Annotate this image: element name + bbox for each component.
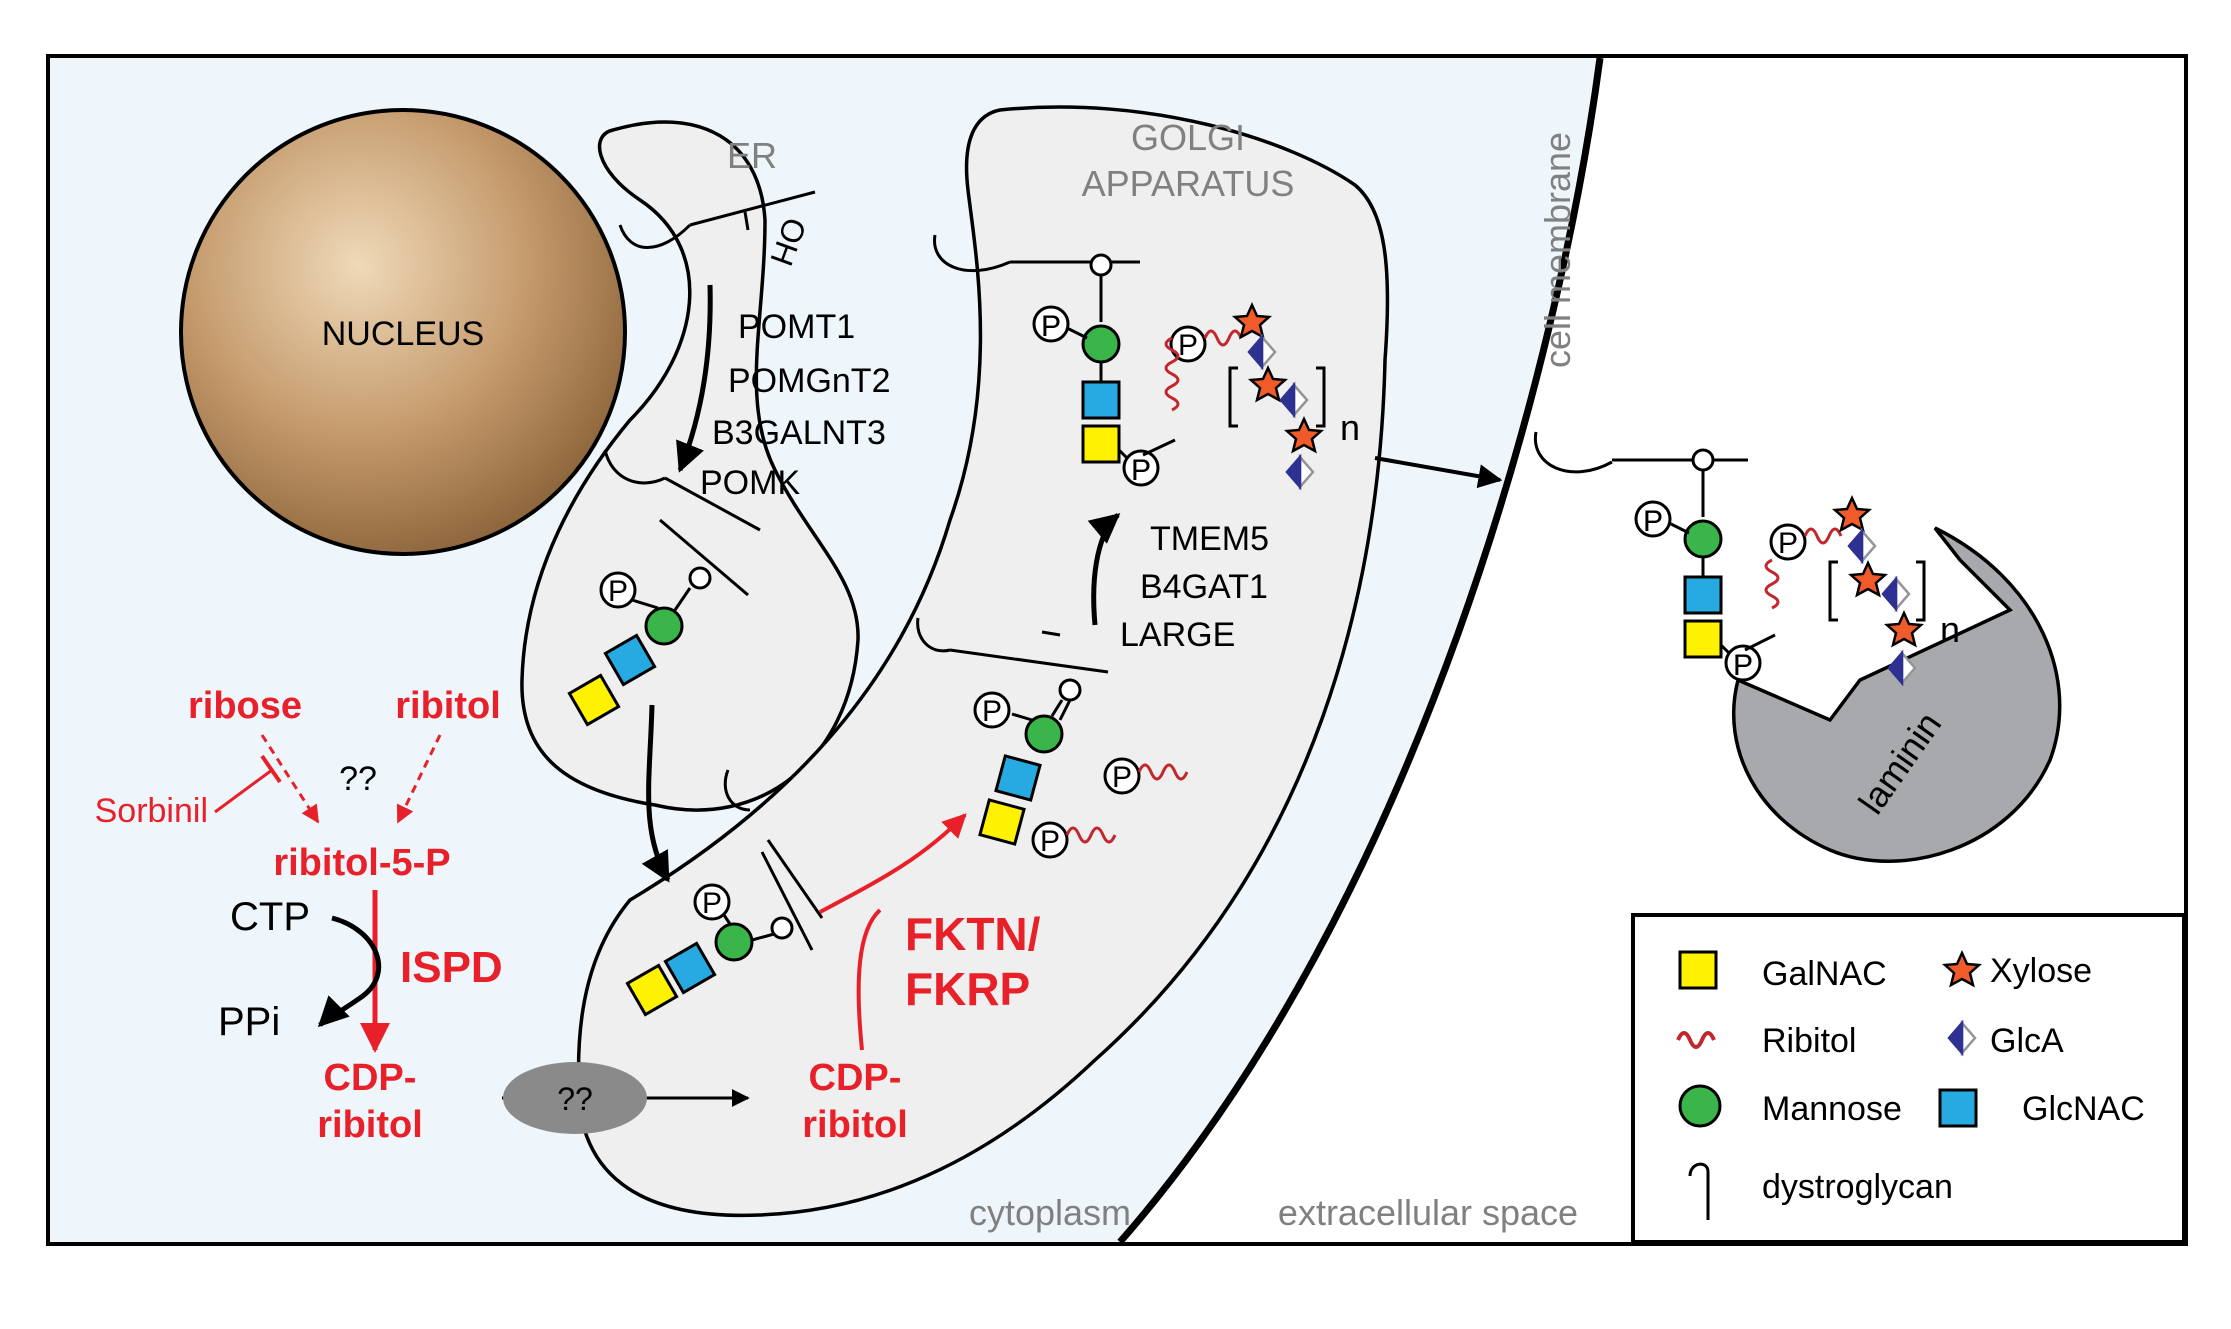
- ribitol-label: ribitol: [395, 685, 501, 727]
- legend-glca: GlcA: [1990, 1022, 2064, 1060]
- membrane-phosphate-b: P: [1733, 649, 1753, 682]
- cell-membrane: [1117, 57, 1604, 1245]
- er-glycan: P: [567, 449, 761, 727]
- ctp-label: CTP: [230, 895, 310, 939]
- oh-bond: [743, 211, 750, 231]
- legend-dystroglycan: dystroglycan: [1762, 1168, 1953, 1206]
- unknown-transporter: [503, 1062, 647, 1134]
- golgi-to-membrane-arrow: [1374, 456, 1503, 489]
- golgi-glycan-middle: P P P: [916, 617, 1189, 859]
- legend-galnac-swatch: [1678, 950, 1718, 990]
- cell-membrane-label: cell membrane: [1537, 132, 1578, 368]
- legend-glcnac-swatch: [1938, 1088, 1978, 1128]
- er-to-golgi-arrow: [641, 704, 671, 883]
- er-dystroglycan-top: [618, 223, 692, 249]
- membrane-phosphate-a: P: [1643, 505, 1663, 538]
- legend-dystroglycan-swatch: [1688, 1162, 1710, 1220]
- ctp-ppi-arrow: [317, 915, 382, 1028]
- membrane-repeat-n: n: [1940, 609, 1960, 650]
- golgi-upper-phosphate-c: P: [1178, 329, 1198, 362]
- golgi-upper-phosphate-b: P: [1131, 454, 1151, 487]
- golgi-middle-phosphate-a: P: [982, 695, 1002, 728]
- legend-ribitol-swatch: [1676, 1031, 1716, 1049]
- sorbinil-inhibit-line: [214, 768, 273, 814]
- nucleus: [179, 108, 627, 556]
- extracellular-space-label: extracellular space: [1278, 1192, 1578, 1233]
- cytoplasm-label: cytoplasm: [969, 1192, 1131, 1233]
- ppi-label: PPi: [218, 1000, 280, 1044]
- legend-ribitol: Ribitol: [1762, 1022, 1856, 1060]
- ribose-arrow: [260, 734, 320, 824]
- golgi-upper-phosphate-a: P: [1041, 310, 1061, 343]
- enzyme-b3galnt3: B3GALNT3: [712, 414, 886, 452]
- golgi-lower-phosphate: P: [702, 887, 722, 920]
- sorbinil-inhibit-bar: [260, 754, 282, 784]
- fktn-arrow: [819, 813, 967, 914]
- membrane-phosphate-c: P: [1778, 527, 1798, 560]
- transporter-label: ??: [557, 1081, 593, 1117]
- golgi-label-line1: GOLGI: [1131, 117, 1245, 158]
- cdp-ribitol-line1: CDP-: [324, 1057, 417, 1099]
- laminin: [1732, 526, 2062, 863]
- legend-box: [1631, 913, 2186, 1244]
- legend-mannose-swatch: [1678, 1084, 1722, 1128]
- enzyme-tmem5: TMEM5: [1150, 520, 1269, 558]
- legend-mannose: Mannose: [1762, 1090, 1902, 1128]
- enzyme-pomt1: POMT1: [738, 308, 855, 346]
- er-enzyme-arrow: [676, 284, 713, 473]
- er-dystroglycan-axis-top: [689, 190, 816, 227]
- nucleus-label: NUCLEUS: [322, 315, 484, 353]
- golgi-label-line2: APPARATUS: [1082, 163, 1295, 204]
- membrane-glycan: P P P: [1533, 431, 1843, 684]
- sorbinil-label: Sorbinil: [95, 792, 208, 830]
- golgi-enzyme-arrow: [1087, 513, 1121, 626]
- unknown-enzyme-label: ??: [339, 760, 377, 798]
- fktn-arrow-stem: [856, 908, 882, 1051]
- golgi-cdp-ribitol-line2: ribitol: [802, 1104, 908, 1146]
- er-label: ER: [727, 135, 777, 176]
- enzyme-pomk: POMK: [700, 464, 800, 502]
- ribitol-arrow: [396, 734, 442, 824]
- fktn-label-line1: FKTN/: [905, 908, 1041, 960]
- enzyme-pomgnt2: POMGnT2: [728, 362, 890, 400]
- ribose-label: ribose: [188, 685, 302, 727]
- er-phosphate: P: [608, 575, 628, 608]
- legend-glcnac: GlcNAC: [2022, 1090, 2145, 1128]
- golgi-glycan-lower: P: [625, 769, 824, 1017]
- cdp-ribitol-line2: ribitol: [317, 1104, 423, 1146]
- legend-xylose: Xylose: [1990, 952, 2092, 990]
- membrane-glycan-repeat: n: [1828, 496, 1960, 685]
- golgi-cdp-ribitol-line1: CDP-: [809, 1057, 902, 1099]
- enzyme-b4gat1: B4GAT1: [1140, 568, 1268, 606]
- legend-galnac: GalNAC: [1762, 955, 1887, 993]
- ispd-label: ISPD: [400, 943, 503, 992]
- golgi-middle-phosphate-c: P: [1112, 761, 1132, 794]
- enzyme-large: LARGE: [1120, 616, 1235, 654]
- golgi-repeat-n: n: [1340, 407, 1360, 448]
- golgi-glycan-upper: P P P n: [933, 234, 1360, 489]
- golgi-middle-phosphate-b: P: [1040, 825, 1060, 858]
- ribitol-5p-label: ribitol-5-P: [273, 842, 450, 884]
- fktn-label-line2: FKRP: [905, 963, 1030, 1015]
